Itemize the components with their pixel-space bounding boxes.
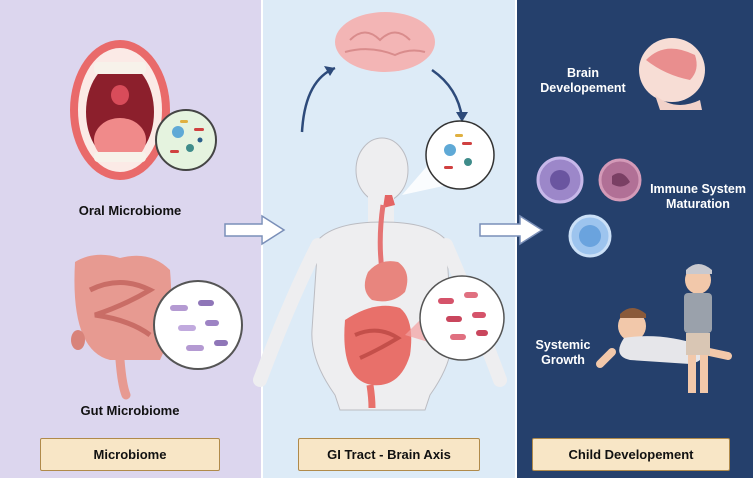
brain-development-label: Brain Developement [540, 66, 626, 95]
axis-gut-microbe-circle [405, 275, 505, 361]
axis-oral-microbe-circle [402, 120, 495, 195]
arrow-gut-to-brain [300, 66, 336, 133]
intestine-illustration [71, 254, 172, 400]
gut-microbe-circle [153, 280, 243, 370]
gi-brain-axis-footer: GI Tract - Brain Axis [298, 438, 480, 471]
arrowhead-up [324, 66, 335, 76]
immune-cells-illustration [536, 156, 642, 258]
microbiome-footer: Microbiome [40, 438, 220, 471]
arrow-brain-to-gut [431, 68, 464, 119]
child-head-illustration [639, 38, 705, 110]
arrow-microbiome-to-axis [224, 214, 286, 246]
children-illustration [596, 264, 732, 393]
brain-illustration [335, 12, 435, 72]
gi-tract-illustration [344, 195, 412, 409]
arrowhead-down [456, 112, 468, 122]
systemic-growth-label: Systemic Growth [535, 338, 591, 367]
gut-microbiome-label: Gut Microbiome [80, 403, 180, 418]
oral-microbe-circle [155, 109, 217, 171]
immune-maturation-label: Immune System Maturation [650, 182, 746, 211]
child-development-panel [516, 0, 753, 478]
mouth-illustration [70, 40, 170, 180]
panel-divider [515, 0, 517, 478]
child-development-footer: Child Developement [532, 438, 730, 471]
arrow-axis-to-child [479, 214, 544, 246]
oral-microbiome-label: Oral Microbiome [78, 203, 182, 218]
